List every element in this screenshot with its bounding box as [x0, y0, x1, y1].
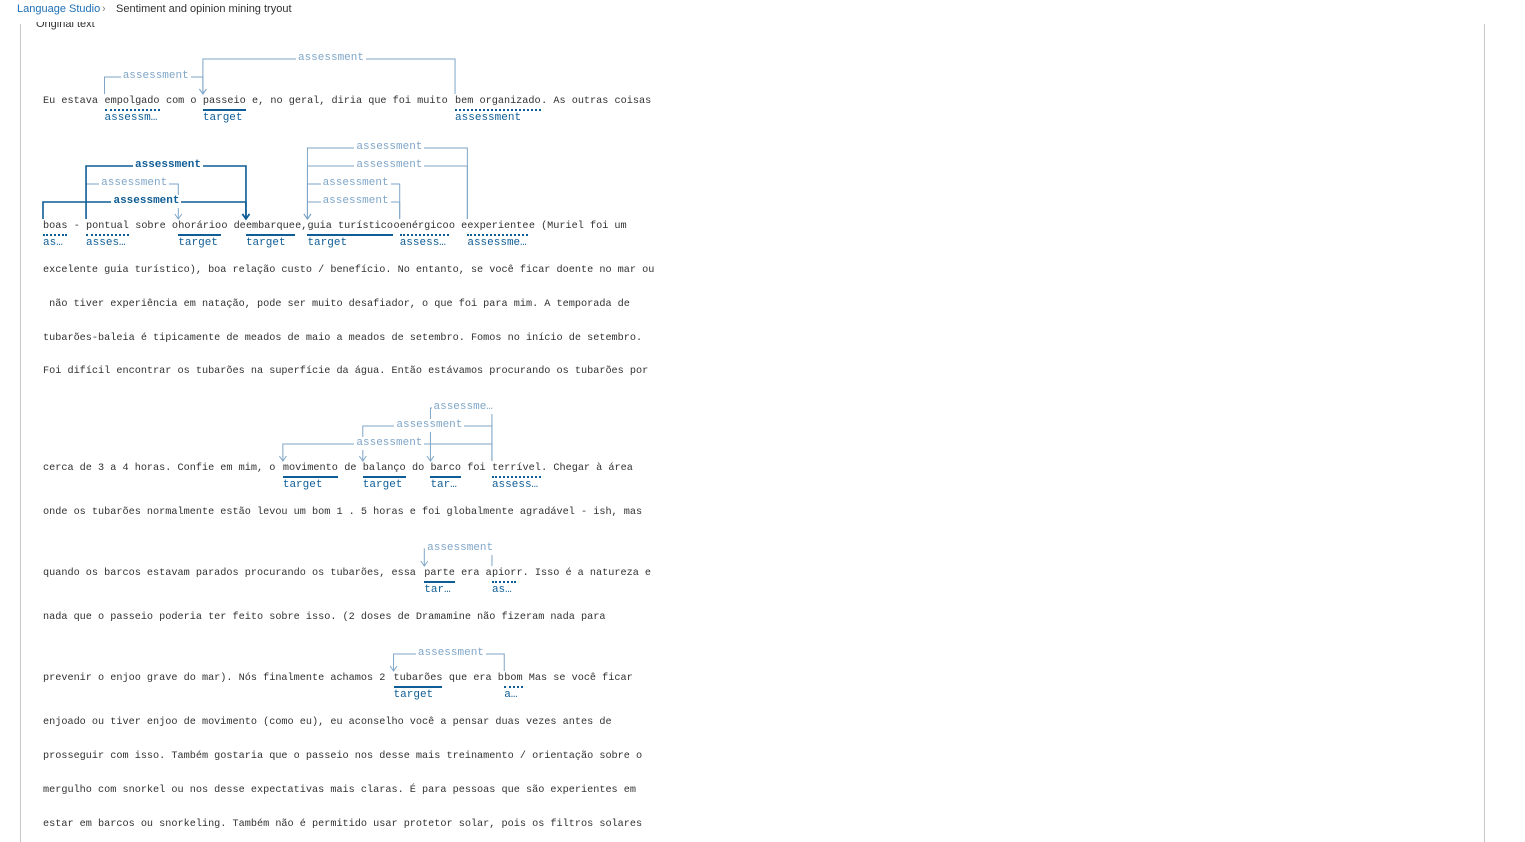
document-text-segment: de	[338, 463, 363, 474]
document-text-segment: e,	[295, 221, 308, 232]
document-text-segment: estar em barcos ou snorkeling. Também nã…	[43, 819, 643, 830]
document-text-segment: era a	[455, 568, 492, 579]
target-label: target	[178, 237, 218, 249]
document-text-segment: do	[405, 463, 431, 474]
document-text-segment: Foi difícil encontrar os tubarões na sup…	[43, 366, 649, 377]
relation-label: assessment	[120, 70, 191, 83]
document-text-segment: com o	[159, 96, 203, 107]
document-text-segment: excelente guia turístico), boa relação c…	[43, 265, 655, 276]
target-token[interactable]: parte	[424, 567, 455, 583]
document-text-segment: que era b	[442, 673, 504, 684]
document-text-segment: onde os tubarões normalmente estão levou…	[43, 507, 643, 518]
relation-label: assessment	[354, 141, 425, 154]
relation-arrowhead	[358, 455, 367, 462]
document-text-segment: mergulho com snorkel ou nos desse expect…	[43, 785, 637, 796]
relation-label: assessment	[394, 419, 465, 432]
assessment-label: as…	[43, 237, 63, 249]
breadcrumb-current-page: Sentiment and opinion mining tryout	[116, 3, 292, 15]
assessment-token[interactable]: boas	[43, 220, 68, 236]
document-text-segment: prosseguir com isso. Também gostaria que…	[43, 751, 643, 762]
breadcrumb: Language Studio › Sentiment and opinion …	[0, 0, 1525, 22]
assessment-token[interactable]: bom	[504, 672, 523, 688]
relation-arrowhead	[198, 88, 207, 95]
assessment-label: assessme…	[467, 237, 527, 249]
document-text-segment: e (Muriel foi um	[528, 221, 627, 232]
target-label: target	[282, 479, 323, 491]
target-label: tar…	[430, 479, 457, 491]
relation-label: assessment	[111, 195, 182, 208]
document-text-segment: . Chegar à área	[541, 463, 633, 474]
document-text-segment: Eu estava	[43, 96, 105, 107]
assessment-token[interactable]: pontual	[86, 220, 129, 236]
relation-arrowhead	[174, 213, 183, 220]
document-text-segment: Mas se você ficar	[522, 673, 633, 684]
relation-label: assessment	[99, 177, 170, 190]
target-label: target	[245, 237, 286, 249]
document-text-segment: o de	[221, 221, 246, 232]
target-label: target	[362, 479, 403, 491]
relation-arrowhead	[426, 455, 435, 462]
relation-arrowhead	[420, 560, 429, 567]
document-text-segment: o e	[448, 221, 468, 232]
target-label: tar…	[424, 584, 451, 596]
document-text-segment: não tiver experiência em natação, pode s…	[43, 299, 630, 310]
assessment-label: assess…	[399, 237, 446, 249]
relation-arc	[85, 165, 247, 219]
assessment-token[interactable]: terrível	[491, 462, 541, 478]
relation-label: assessment	[354, 159, 425, 172]
assessment-label: asses…	[86, 237, 126, 249]
relation-label: assessment	[320, 195, 391, 208]
relation-arrowhead	[241, 213, 251, 221]
assessment-label: assessment	[455, 112, 522, 124]
document-text-segment: e, no geral, diria que foi muito	[245, 96, 454, 107]
assessment-token[interactable]: enérgico	[399, 220, 449, 236]
document-text-segment: enjoado ou tiver enjoo de movimento (com…	[43, 717, 612, 728]
assessment-label: assessm…	[104, 112, 158, 124]
relation-arrowhead	[278, 455, 287, 462]
target-token[interactable]: barco	[430, 462, 462, 478]
relation-arrowhead	[389, 665, 398, 672]
target-label: target	[202, 112, 243, 124]
target-token[interactable]: balanço	[362, 462, 406, 478]
relation-label: assessment	[425, 542, 496, 555]
target-token[interactable]: tubarões	[393, 672, 443, 688]
relation-label: assessment	[295, 52, 366, 65]
chevron-right-icon: ›	[102, 3, 106, 15]
target-token[interactable]: guia turístico	[307, 220, 394, 236]
target-label: target	[307, 237, 348, 249]
relation-arc	[306, 165, 468, 219]
assessment-token[interactable]: empolgado	[104, 95, 160, 111]
document-text-segment: -	[67, 221, 86, 232]
target-token[interactable]: embarque	[245, 220, 295, 236]
target-label: target	[393, 689, 434, 701]
assessment-token[interactable]: bem organizado	[455, 95, 541, 111]
target-token[interactable]: movimento	[282, 462, 338, 478]
assessment-label: a…	[504, 689, 518, 701]
relation-label: assessment	[320, 177, 391, 190]
document-text-segment: nada que o passeio poderia ter feito sob…	[43, 612, 606, 623]
assessment-label: assess…	[491, 479, 539, 491]
assessment-token[interactable]: experiente	[467, 220, 529, 236]
relation-label: assessment	[415, 647, 486, 660]
document-text-segment: o	[393, 221, 400, 232]
document-text-segment: foi	[461, 463, 492, 474]
document-text-segment: sobre o	[129, 221, 179, 232]
document-text-segment: tubarões-baleia é tipicamente de meados …	[43, 333, 643, 344]
relation-label: assessment	[133, 159, 204, 172]
relation-label: assessment	[354, 437, 425, 450]
assessment-label: as…	[491, 584, 512, 596]
document-text-segment: prevenir o enjoo grave do mar). Nós fina…	[43, 673, 392, 684]
document-text-segment: quando os barcos estavam parados procura…	[43, 568, 423, 579]
relation-label: assessme…	[431, 401, 495, 414]
assessment-token[interactable]: pior	[491, 567, 517, 583]
target-token[interactable]: passeio	[202, 95, 246, 111]
relation-arrowhead	[303, 213, 312, 220]
breadcrumb-link-language-studio[interactable]: Language Studio	[17, 3, 101, 15]
document-text-segment: cerca de 3 a 4 horas. Confie em mim, o	[43, 463, 282, 474]
relation-arc	[429, 407, 493, 461]
target-token[interactable]: horário	[178, 220, 222, 236]
document-text-segment: . As outras coisas	[541, 96, 652, 107]
document-text-segment: r. Isso é a natureza e	[516, 568, 652, 579]
